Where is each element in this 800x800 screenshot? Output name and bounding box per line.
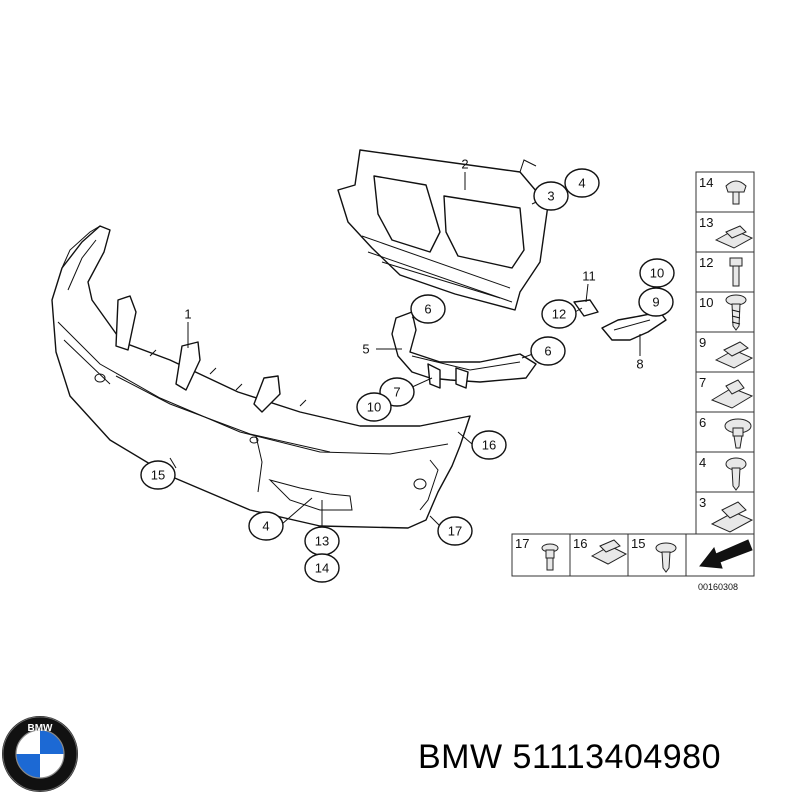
legend-item-13: 13 [699,215,713,230]
callout-4-bottom: 4 [248,511,284,541]
callout-8-label: 8 [636,357,643,372]
callout-11-label: 11 [582,269,596,284]
callout-15: 15 [140,460,176,490]
grille-carrier-part [337,149,549,311]
callout-10-top-label: 10 [650,266,664,281]
clip-part [573,299,599,317]
callout-4-top-label: 4 [578,176,585,191]
bracket-part [391,311,537,389]
screw-icon [725,457,747,491]
bumper-fascia-part [51,225,471,529]
callout-6-right: 6 [530,336,566,366]
callout-2: 2 [461,157,468,172]
fastener-legend: 14 13 12 10 9 7 6 4 3 [511,171,755,592]
callout-6-top-label: 6 [424,302,431,317]
clip-nut-icon [710,501,754,533]
diagram-code: 00160308 [698,582,738,592]
callout-8: 8 [636,357,643,372]
callout-3: 3 [533,181,569,211]
callout-14-label: 14 [315,561,329,576]
callout-11: 11 [582,269,596,284]
legend-item-9: 9 [699,335,706,350]
callout-6-right-label: 6 [544,344,551,359]
side-bracket-part [601,311,667,341]
callout-14: 14 [304,553,340,583]
clip-nut-icon [714,341,754,369]
callout-2-label: 2 [461,157,468,172]
bmw-logo: BMW [2,716,78,792]
legend-item-17: 17 [515,536,529,551]
callout-5: 5 [362,342,369,357]
legend-item-10: 10 [699,295,713,310]
stud-icon [729,257,743,287]
collar-screw-icon [724,418,752,449]
screw-icon [725,294,747,331]
callout-17: 17 [437,516,473,546]
callout-1: 1 [184,307,191,322]
callout-4-bottom-label: 4 [262,519,269,534]
legend-item-14: 14 [699,175,713,190]
direction-arrow-icon [699,539,753,569]
legend-item-15: 15 [631,536,645,551]
screw-icon [655,542,677,573]
callout-5-label: 5 [362,342,369,357]
callout-1-label: 1 [184,307,191,322]
callout-3-label: 3 [547,189,554,204]
callout-12-label: 12 [552,307,566,322]
callout-16-label: 16 [482,438,496,453]
callout-10-bottom: 10 [356,392,392,422]
callout-10-bottom-label: 10 [367,400,381,415]
callout-13-label: 13 [315,534,329,549]
legend-item-7: 7 [699,375,706,390]
callout-13: 13 [304,526,340,556]
callout-9: 9 [638,287,674,317]
callout-7-label: 7 [393,385,400,400]
legend-item-16: 16 [573,536,587,551]
legend-item-3: 3 [699,495,706,510]
callout-9-label: 9 [652,295,659,310]
callout-10-top: 10 [639,258,675,288]
callout-6-top: 6 [410,294,446,324]
push-rivet-icon [725,180,747,205]
callout-15-label: 15 [151,468,165,483]
legend-item-12: 12 [699,255,713,270]
brand-part-number: BMW 51113404980 [418,738,721,776]
clip-nut-icon [714,225,754,249]
clip-nut-icon [710,379,754,409]
callout-17-label: 17 [448,524,462,539]
legend-item-4: 4 [699,455,706,470]
callout-16: 16 [471,430,507,460]
callout-12: 12 [541,299,577,329]
stud-icon [541,543,559,571]
clip-nut-icon [590,539,628,565]
callout-4-top: 4 [564,168,600,198]
logo-letters: BMW [28,723,54,734]
legend-item-6: 6 [699,415,706,430]
